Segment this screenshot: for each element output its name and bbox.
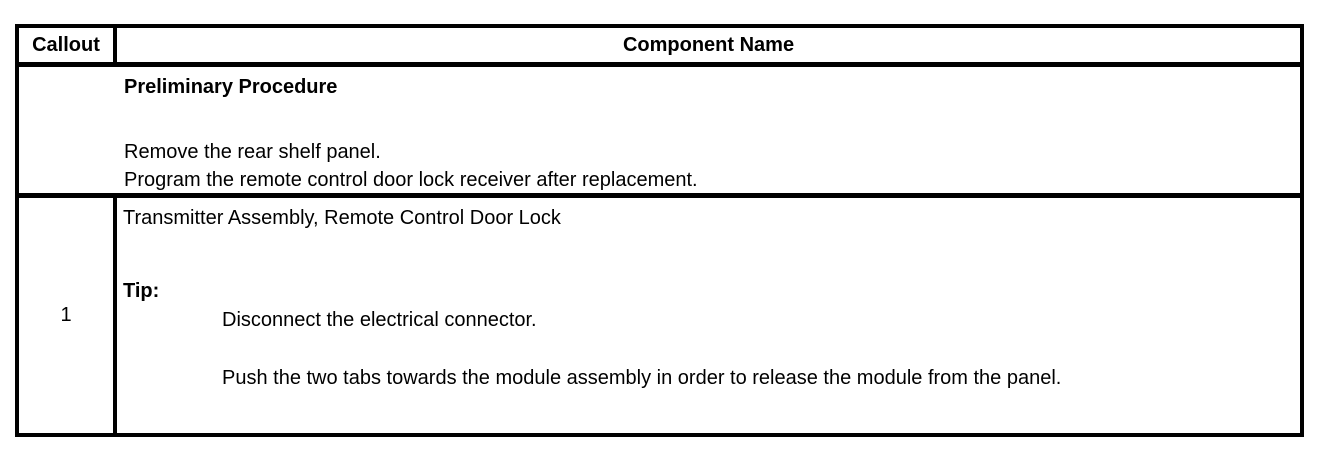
component-name-header-label: Component Name — [622, 33, 795, 56]
preliminary-step-line: Program the remote control door lock rec… — [124, 169, 698, 191]
preliminary-procedure-heading: Preliminary Procedure — [124, 76, 338, 98]
tip-label: Tip: — [123, 280, 160, 302]
callout-cell: 1 — [19, 198, 117, 433]
preliminary-step-line: Remove the rear shelf panel. — [124, 141, 381, 163]
component-name-text: Transmitter Assembly, Remote Control Doo… — [123, 207, 561, 229]
parts-callout-table: Callout Component Name Preliminary Proce… — [15, 24, 1304, 437]
callout-header-cell: Callout — [19, 28, 117, 62]
callout-header-label: Callout — [32, 33, 100, 56]
component-name-header-cell: Component Name — [117, 28, 1300, 62]
component-description-cell: Transmitter Assembly, Remote Control Doo… — [117, 198, 1300, 433]
table-header-row: Callout Component Name — [19, 28, 1300, 67]
tip-step-line: Push the two tabs towards the module ass… — [222, 367, 1062, 389]
component-row: 1 Transmitter Assembly, Remote Control D… — [19, 198, 1300, 433]
tip-step-line: Disconnect the electrical connector. — [222, 309, 537, 331]
callout-number: 1 — [60, 304, 72, 326]
preliminary-procedure-row: Preliminary Procedure Remove the rear sh… — [19, 67, 1300, 198]
